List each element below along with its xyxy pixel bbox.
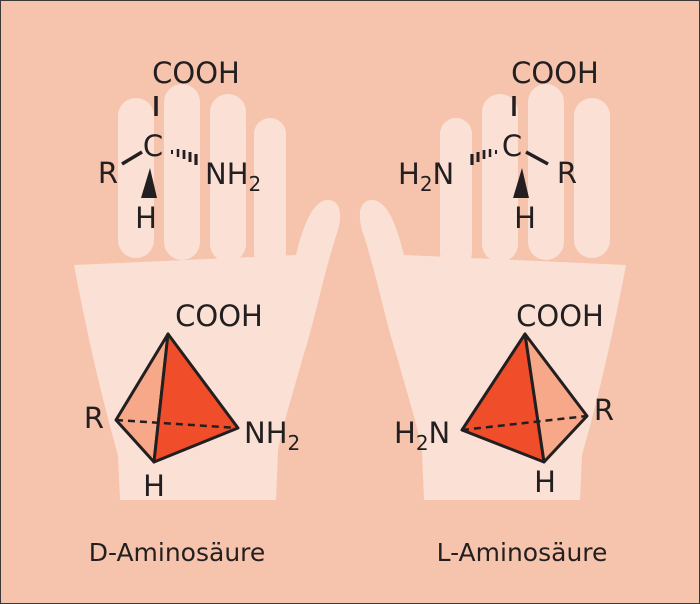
l-fischer-wedge-bond bbox=[513, 168, 529, 198]
d-fischer-hashed-bond bbox=[171, 149, 198, 165]
l-tetra-hidden-edge bbox=[461, 414, 588, 432]
l-tetra-face-right bbox=[523, 332, 589, 464]
d-tetra-top-label: COOH bbox=[175, 299, 263, 333]
d-tetra-hidden-edge bbox=[115, 418, 239, 430]
d-fischer-bottom-label: H bbox=[135, 201, 157, 235]
l-fischer-left-label: H2N bbox=[398, 157, 454, 196]
l-fischer-center-label: C bbox=[502, 129, 522, 163]
l-wedge-structure: COOH C H2N R H bbox=[398, 56, 599, 235]
right-hand-finger-1 bbox=[440, 118, 472, 268]
l-caption: L-Aminosäure bbox=[437, 538, 608, 567]
l-tetrahedron: COOH H2N R H bbox=[394, 299, 614, 499]
d-caption: D-Aminosäure bbox=[89, 538, 266, 567]
left-hand-finger-2 bbox=[164, 84, 200, 260]
l-fischer-hashed-bond bbox=[470, 149, 497, 165]
l-fischer-bond-right bbox=[525, 150, 549, 166]
right-hand-finger-3 bbox=[528, 84, 564, 260]
d-wedge-structure: COOH C R NH2 H bbox=[98, 56, 261, 235]
left-hand-finger-1 bbox=[118, 98, 154, 258]
d-fischer-wedge-bond bbox=[141, 168, 157, 198]
l-fischer-top-label: COOH bbox=[511, 56, 599, 90]
l-tetra-right-label: R bbox=[594, 393, 614, 427]
right-hand-finger-2 bbox=[482, 94, 518, 262]
d-fischer-top-label: COOH bbox=[152, 56, 240, 90]
d-tetra-left-label: R bbox=[84, 401, 104, 435]
d-tetra-bottom-label: H bbox=[143, 469, 165, 503]
l-tetra-top-label: COOH bbox=[516, 299, 604, 333]
l-fischer-bottom-label: H bbox=[514, 201, 536, 235]
d-fischer-bond-left bbox=[121, 150, 143, 166]
left-hand-finger-3 bbox=[210, 94, 246, 262]
left-hand-finger-4 bbox=[254, 118, 286, 268]
d-tetra-face-right bbox=[152, 332, 240, 464]
l-tetra-left-label: H2N bbox=[394, 416, 450, 455]
right-hand-finger-4 bbox=[574, 98, 610, 258]
l-tetra-bottom-label: H bbox=[534, 465, 556, 499]
d-fischer-center-label: C bbox=[143, 129, 163, 163]
d-tetra-right-label: NH2 bbox=[244, 416, 300, 455]
d-fischer-left-label: R bbox=[98, 156, 118, 190]
d-fischer-right-label: NH2 bbox=[205, 157, 261, 196]
l-fischer-right-label: R bbox=[557, 156, 577, 190]
d-tetrahedron: COOH R NH2 H bbox=[84, 299, 300, 503]
